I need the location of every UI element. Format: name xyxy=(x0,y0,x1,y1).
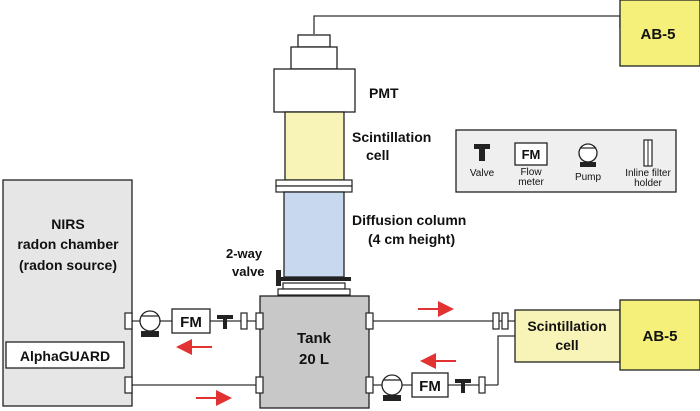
ab5-top-box: AB-5 xyxy=(619,0,700,67)
pmt-assembly: PMT xyxy=(273,34,399,113)
scintillation-cell-right: Scintillation cell xyxy=(514,309,621,363)
chamber-label-2: radon chamber xyxy=(17,236,119,252)
ab5-right-label: AB-5 xyxy=(642,328,677,345)
filter-holder xyxy=(492,312,509,330)
flow-arrows xyxy=(176,301,456,406)
legend-pump-label: Pump xyxy=(575,172,602,183)
right-cell-label-2: cell xyxy=(555,337,578,353)
fm-left-label: FM xyxy=(180,314,202,331)
legend-flow-meter-icon xyxy=(514,142,548,166)
alphaguard-box xyxy=(5,341,125,369)
pump-icon xyxy=(139,310,161,332)
ab5-right-box: AB-5 xyxy=(619,299,700,371)
legend-valve-icon xyxy=(474,144,490,161)
right-cell-label-1: Scintillation xyxy=(527,318,606,334)
alphaguard-label: AlphaGUARD xyxy=(20,348,110,364)
valve-icon xyxy=(217,315,233,329)
valve-icon-right xyxy=(455,379,471,393)
legend: Valve FM Flow meter Pump Inline filter h… xyxy=(455,129,677,193)
scint-cell-label-1: Scintillation xyxy=(352,129,431,145)
scint-cell-label-2: cell xyxy=(366,147,389,163)
fm-right-label: FM xyxy=(419,378,441,395)
right-flow-assembly: FM xyxy=(381,372,486,401)
legend-valve-label: Valve xyxy=(470,168,495,179)
legend-flow-label-2: meter xyxy=(518,177,544,188)
radon-chamber: NIRS radon chamber (radon source) AlphaG… xyxy=(2,179,133,407)
valve-label-1: 2-way xyxy=(226,246,263,261)
ab5-top-label: AB-5 xyxy=(640,26,675,43)
pump-icon-right xyxy=(381,374,403,396)
tank: Tank 20 L xyxy=(255,295,374,409)
flow-meter-right xyxy=(411,372,449,398)
tank-label-1: Tank xyxy=(297,330,332,347)
chamber-label-1: NIRS xyxy=(51,216,84,232)
chamber-label-3: (radon source) xyxy=(19,257,117,273)
scintillation-cell-vertical: Scintillation cell xyxy=(275,111,431,193)
diffusion-column: Diffusion column (4 cm height) xyxy=(283,191,466,278)
legend-filter-label-1: Inline filter xyxy=(625,168,671,179)
legend-pump-icon xyxy=(578,143,598,163)
diffusion-label-1: Diffusion column xyxy=(352,212,466,228)
left-flow-assembly: FM xyxy=(139,308,248,337)
tank-label-2: 20 L xyxy=(299,351,329,368)
pmt-label: PMT xyxy=(369,85,399,101)
diffusion-label-2: (4 cm height) xyxy=(368,231,455,247)
flow-meter-left xyxy=(171,308,211,334)
two-way-valve: 2-way valve xyxy=(226,246,351,296)
legend-flow-label-1: Flow xyxy=(520,167,542,178)
valve-label-2: valve xyxy=(232,264,265,279)
legend-fm-symbol: FM xyxy=(522,147,541,162)
legend-filter-label-2: holder xyxy=(634,178,662,189)
